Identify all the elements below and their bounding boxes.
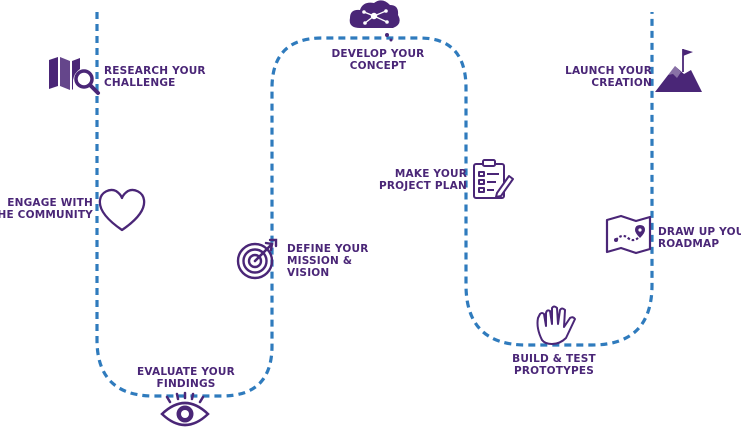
step-label-build: BUILD & TEST PROTOTYPES bbox=[502, 353, 606, 377]
idea-cloud-icon bbox=[349, 0, 400, 42]
label-line: VISION bbox=[287, 267, 330, 279]
step-label-define: DEFINE YOUR MISSION & VISION bbox=[287, 243, 369, 279]
journey-path bbox=[95, 12, 654, 398]
label-line: MAKE YOUR bbox=[394, 168, 467, 180]
label-line: CONCEPT bbox=[349, 60, 407, 72]
step-label-develop: DEVELOP YOUR CONCEPT bbox=[326, 48, 430, 72]
roadmap-icon bbox=[605, 214, 652, 255]
step-label-launch: LAUNCH YOUR CREATION bbox=[565, 65, 652, 89]
step-label-plan: MAKE YOUR PROJECT PLAN bbox=[379, 168, 467, 192]
step-label-evaluate: EVALUATE YOUR FINDINGS bbox=[134, 366, 238, 390]
target-arrow-icon bbox=[236, 238, 278, 280]
label-line: CHALLENGE bbox=[104, 77, 176, 89]
hand-icon bbox=[536, 305, 576, 345]
step-label-engage: ENGAGE WITH THE COMMUNITY bbox=[0, 197, 93, 221]
step-label-research: RESEARCH YOUR CHALLENGE bbox=[104, 65, 206, 89]
label-line: PROJECT PLAN bbox=[378, 180, 467, 192]
label-line: BUILD & TEST bbox=[512, 353, 596, 365]
eye-icon bbox=[160, 391, 210, 427]
label-line: PROTOTYPES bbox=[514, 365, 594, 377]
label-line: ENGAGE WITH bbox=[7, 197, 93, 209]
label-line: MISSION & bbox=[287, 255, 353, 267]
mountain-flag-icon bbox=[655, 49, 702, 92]
clipboard-checklist-icon bbox=[473, 159, 514, 199]
label-line: EVALUATE YOUR bbox=[137, 366, 235, 378]
label-line: LAUNCH YOUR bbox=[565, 65, 652, 77]
label-line: DEVELOP YOUR bbox=[331, 48, 425, 60]
step-label-roadmap: DRAW UP YOUR ROADMAP bbox=[658, 226, 741, 250]
label-line: FINDINGS bbox=[156, 378, 216, 390]
label-line: DEFINE YOUR bbox=[287, 243, 369, 255]
label-line: CREATION bbox=[591, 77, 652, 89]
label-line: ROADMAP bbox=[658, 238, 720, 250]
label-line: THE COMMUNITY bbox=[0, 209, 93, 221]
heart-icon bbox=[98, 188, 146, 232]
label-line: DRAW UP YOUR bbox=[658, 226, 741, 238]
map-search-icon bbox=[49, 57, 100, 95]
label-line: RESEARCH YOUR bbox=[104, 65, 206, 77]
